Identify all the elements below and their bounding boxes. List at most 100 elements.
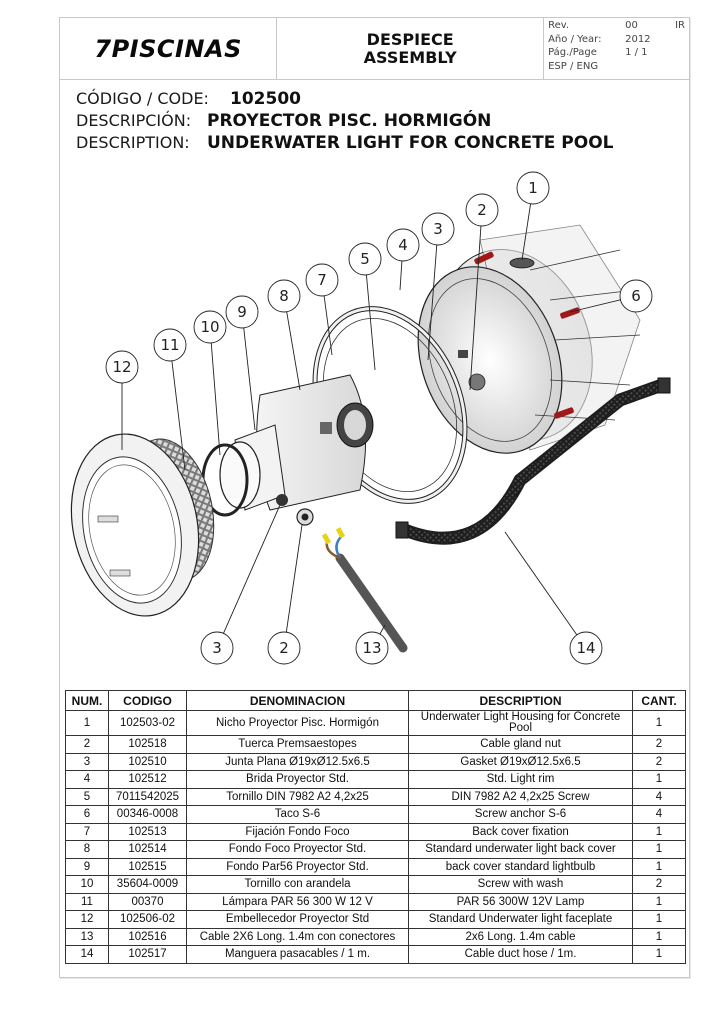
cell-denominacion: Tuerca Premsaestopes xyxy=(186,735,409,754)
cell-quantity: 4 xyxy=(632,787,686,806)
description-en-line: DESCRIPTION: UNDERWATER LIGHT FOR CONCRE… xyxy=(76,132,613,154)
balloon-circle xyxy=(619,279,653,313)
callout-balloon: 7 xyxy=(305,263,339,356)
callout-balloon: 3 xyxy=(421,212,455,361)
cell-quantity: 1 xyxy=(632,927,686,946)
cell-quantity: 1 xyxy=(632,910,686,929)
cell-denominacion: Fondo Par56 Proyector Std. xyxy=(186,857,409,876)
part-lightbulb-back-cover xyxy=(219,424,286,511)
cell-code: 102514 xyxy=(108,840,187,859)
cell-num: 1 xyxy=(65,710,109,736)
leader-line xyxy=(504,531,587,649)
callout-balloon: 5 xyxy=(348,242,382,371)
balloon-circle xyxy=(386,228,420,262)
cell-description: Gasket Ø19xØ12.5x6.5 xyxy=(408,752,633,771)
balloon-number: 6 xyxy=(631,287,641,305)
cell-code: 102506-02 xyxy=(108,910,187,929)
cell-quantity: 1 xyxy=(632,857,686,876)
code-label: CÓDIGO / CODE: xyxy=(76,89,209,108)
cell-description: Screw anchor S-6 xyxy=(408,805,633,824)
leader-line xyxy=(216,504,281,649)
leader-line xyxy=(209,326,221,456)
meta-row-language: ESP / ENG xyxy=(548,60,685,74)
cell-quantity: 1 xyxy=(632,840,686,859)
leader-line xyxy=(169,344,186,471)
cell-num: 13 xyxy=(65,927,109,946)
cell-code: 102518 xyxy=(108,735,187,754)
part-housing-niche xyxy=(417,224,641,454)
balloon-circle xyxy=(421,212,455,246)
title-english: ASSEMBLY xyxy=(363,47,457,67)
balloon-number: 4 xyxy=(398,236,408,254)
balloon-number: 12 xyxy=(112,358,131,376)
balloon-circle xyxy=(200,631,234,665)
cell-quantity: 4 xyxy=(632,805,686,824)
cell-num: 8 xyxy=(65,840,109,859)
balloon-circle xyxy=(193,310,227,344)
cell-quantity: 1 xyxy=(632,945,686,964)
cell-quantity: 2 xyxy=(632,735,686,754)
cell-code: 102516 xyxy=(108,927,187,946)
description-en: UNDERWATER LIGHT FOR CONCRETE POOL xyxy=(207,133,614,153)
balloon-number: 2 xyxy=(279,639,289,657)
balloon-number: 7 xyxy=(317,271,327,289)
balloon-number: 9 xyxy=(237,303,247,321)
cell-code: 102513 xyxy=(108,822,187,841)
meta-value: 00 xyxy=(625,20,638,31)
cell-description: Screw with wash xyxy=(408,875,633,894)
cell-num: 4 xyxy=(65,770,109,789)
callout-balloon: 6 xyxy=(569,279,653,313)
product-code-line: CÓDIGO / CODE: 102500 xyxy=(76,88,613,110)
description-es: PROYECTOR PISC. HORMIGÓN xyxy=(207,111,492,131)
part-cable xyxy=(321,527,408,653)
cell-denominacion: Junta Plana Ø19xØ12.5x6.5 xyxy=(186,752,409,771)
cell-denominacion: Cable 2X6 Long. 1.4m con conectores xyxy=(186,927,409,946)
cell-num: 9 xyxy=(65,857,109,876)
brand-logo: 7PISCINAS xyxy=(60,18,278,79)
callout-balloon: 1 xyxy=(516,171,550,261)
part-screw-anchors xyxy=(474,251,580,419)
cell-code: 102503-02 xyxy=(108,710,187,736)
meta-key: Pág./Page xyxy=(548,47,597,58)
part-cable-gland xyxy=(276,494,314,526)
callout-balloon: 14 xyxy=(504,531,603,665)
meta-row-revision: Rev. 00 IR xyxy=(548,19,685,33)
cell-denominacion: Fijación Fondo Foco xyxy=(186,822,409,841)
leader-line xyxy=(283,524,303,649)
callout-balloon: 8 xyxy=(267,279,301,391)
balloon-number: 14 xyxy=(576,639,595,657)
meta-key: ESP / ENG xyxy=(548,60,599,72)
cell-num: 7 xyxy=(65,822,109,841)
revision-info: Rev. 00 IR Año / Year: 2012 Pág./Page 1 … xyxy=(544,18,689,79)
cell-denominacion: Lámpara PAR 56 300 W 12 V xyxy=(186,892,409,911)
cell-denominacion: Brida Proyector Std. xyxy=(186,770,409,789)
callout-balloon: 3 xyxy=(200,504,281,665)
leader-line xyxy=(469,209,483,391)
cell-quantity: 1 xyxy=(632,770,686,789)
cell-code: 102517 xyxy=(108,945,187,964)
cell-quantity: 1 xyxy=(632,710,686,736)
balloon-number: 3 xyxy=(212,639,222,657)
meta-value: 1 / 1 xyxy=(625,47,648,58)
part-cable-duct-hose xyxy=(395,377,671,545)
cell-num: 5 xyxy=(65,787,109,806)
cell-quantity: 1 xyxy=(632,892,686,911)
balloon-number: 13 xyxy=(362,639,381,657)
cell-description: Cable gland nut xyxy=(408,735,633,754)
balloon-circle xyxy=(267,631,301,665)
leader-line xyxy=(427,228,439,361)
cell-num: 10 xyxy=(65,875,109,894)
balloon-circle xyxy=(569,631,603,665)
callout-balloon: 2 xyxy=(465,193,499,391)
balloon-circle xyxy=(465,193,499,227)
cell-description: Cable duct hose / 1m. xyxy=(408,945,633,964)
